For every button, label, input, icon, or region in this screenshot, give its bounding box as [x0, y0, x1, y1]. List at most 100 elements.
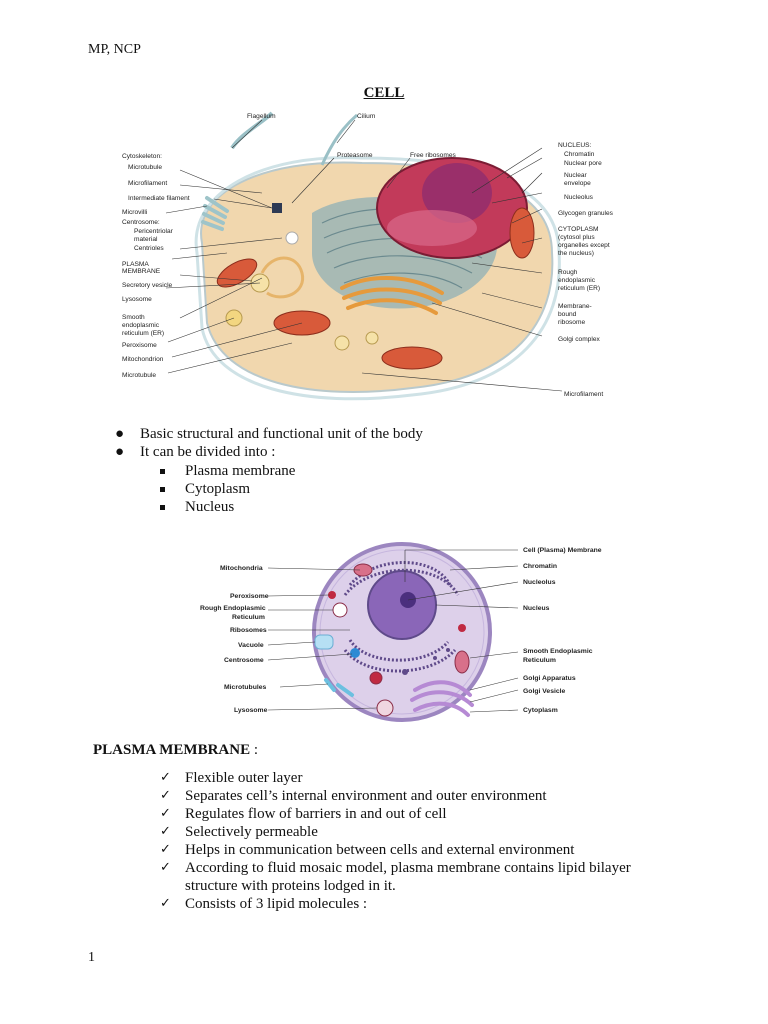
label-membrane-1: Membrane- [558, 303, 592, 310]
label-nucleolus: Nucleolus [523, 579, 556, 586]
label-chromatin: Chromatin [564, 151, 595, 158]
label-nuclear-envelope-1: Nuclear [564, 172, 588, 179]
label-rough-er-1: Rough Endoplasmic [200, 605, 266, 612]
label-rough-2: endoplasmic [558, 277, 596, 284]
lysosome [376, 699, 394, 717]
microvilli [201, 196, 229, 231]
label-microtubule-2: Microtubule [122, 372, 156, 379]
list-item: ✓According to fluid mosaic model, plasma… [160, 860, 631, 894]
label-secretory-vesicle: Secretory vesicle [122, 282, 173, 289]
label-membrane-3: ribosome [558, 319, 585, 326]
label-rough-3: reticulum (ER) [558, 285, 600, 292]
square-bullet-icon [160, 505, 165, 510]
flagellum [230, 111, 274, 150]
label-lysosome: Lysosome [234, 707, 268, 714]
label-nuclear-pore: Nuclear pore [564, 160, 602, 167]
label-flagellum: Flagellum [247, 113, 276, 120]
label-microtubules: Microtubules [224, 684, 267, 691]
label-cytoplasm-4: the nucleus) [558, 250, 594, 257]
label-smooth-er-2: Reticulum [523, 657, 556, 664]
label-membrane-2: bound [558, 311, 577, 318]
golgi-apparatus [410, 680, 474, 717]
label-golgi-complex: Golgi complex [558, 336, 600, 343]
page-title: CELL [363, 85, 405, 101]
label-nuclear-envelope-2: envelope [564, 180, 591, 187]
label-peroxisome: Peroxisome [122, 342, 157, 349]
label-free-ribosomes: Free ribosomes [410, 152, 457, 159]
label-centrosome: Centrosome: [122, 219, 160, 226]
cilium [320, 113, 358, 166]
list-item: Plasma membrane [160, 462, 295, 480]
label-rough-1: Rough [558, 269, 578, 276]
check-icon: ✓ [160, 842, 171, 857]
label-cytoplasm-3: organelles except [558, 242, 610, 249]
label-nucleus: Nucleus [523, 605, 550, 612]
square-bullet-icon [160, 487, 165, 492]
list-item: ●Basic structural and functional unit of… [115, 426, 423, 442]
label-cytoplasm-1: CYTOPLASM [558, 226, 599, 233]
label-plasma-1: PLASMA [122, 261, 149, 268]
nucleolus [422, 163, 492, 223]
label-smooth-1: Smooth [122, 314, 145, 321]
label-centrosome: Centrosome [224, 657, 264, 664]
list-item: ✓Regulates flow of barriers in and out o… [160, 806, 447, 822]
plasma-membrane-list: ✓Flexible outer layer ✓Separates cell’s … [160, 769, 680, 913]
label-cytoplasm: Cytoplasm [523, 707, 558, 714]
label-cilium: Cilium [357, 113, 376, 120]
microtubules [324, 678, 354, 697]
label-plasma-2: MEMBRANE [122, 268, 161, 275]
cell-parts-list: Plasma membrane Cytoplasm Nucleus [160, 462, 295, 516]
label-proteasome: Proteasome [337, 152, 373, 159]
list-item: ✓Helps in communication between cells an… [160, 842, 575, 858]
simple-cell-diagram: Mitochondria Peroxisome Rough Endoplasmi… [200, 542, 602, 722]
label-cell-membrane: Cell (Plasma) Membrane [523, 547, 602, 554]
label-lysosome: Lysosome [122, 296, 152, 303]
check-icon: ✓ [160, 806, 171, 821]
vacuole [314, 634, 334, 650]
centrosome [350, 648, 360, 658]
label-smooth-2: endoplasmic [122, 322, 160, 329]
label-mitochondrion: Mitochondrion [122, 356, 164, 363]
centrioles [272, 203, 282, 213]
label-golgi-apparatus: Golgi Apparatus [523, 675, 576, 682]
list-item: Cytoplasm [160, 480, 295, 498]
list-item: ✓Consists of 3 lipid molecules : [160, 896, 368, 912]
cell-bullet-list: ●Basic structural and functional unit of… [112, 425, 423, 461]
label-intermediate-filament: Intermediate filament [128, 195, 190, 202]
label-pericentriolar-2: material [134, 236, 158, 243]
label-pericentriolar-1: Pericentriolar [134, 228, 174, 235]
list-item: ✓Flexible outer layer [160, 770, 303, 786]
list-item: Nucleus [160, 498, 295, 516]
label-vacuole: Vacuole [238, 642, 264, 649]
list-item: ✓Separates cell’s internal environment a… [160, 788, 547, 804]
label-microvilli: Microvilli [122, 209, 148, 216]
label-microtubule: Microtubule [128, 164, 162, 171]
plasma-membrane-heading: PLASMA MEMBRANE : [93, 742, 259, 758]
label-centrioles: Centrioles [134, 245, 164, 252]
label-nucleus-head: NUCLEUS: [558, 142, 592, 149]
page-header: MP, NCP [88, 42, 141, 57]
label-smooth-3: reticulum (ER) [122, 330, 164, 337]
bullet-icon: ● [115, 426, 125, 442]
label-smooth-er-1: Smooth Endoplasmic [523, 648, 593, 655]
label-nucleolus: Nucleolus [564, 194, 594, 201]
check-icon: ✓ [160, 824, 171, 839]
label-microfilament-2: Microfilament [564, 391, 603, 398]
label-chromatin: Chromatin [523, 563, 557, 570]
list-item: ✓Selectively permeable [160, 824, 318, 840]
label-mitochondria: Mitochondria [220, 565, 263, 572]
label-rough-er-2: Reticulum [232, 614, 265, 621]
bullet-icon: ● [115, 444, 125, 460]
check-icon: ✓ [160, 896, 171, 911]
page-number: 1 [88, 950, 95, 965]
label-cytoplasm-2: (cytosol plus [558, 234, 595, 241]
rough-er-vesicle [332, 602, 348, 618]
golgi-complex [340, 275, 444, 315]
check-icon: ✓ [160, 788, 171, 803]
label-ribosomes: Ribosomes [230, 627, 267, 634]
list-item: ●It can be divided into : [115, 444, 276, 460]
label-peroxisome: Peroxisome [230, 593, 269, 600]
label-glycogen-granules: Glycogen granules [558, 210, 614, 217]
label-microfilament: Microfilament [128, 180, 167, 187]
square-bullet-icon [160, 469, 165, 474]
